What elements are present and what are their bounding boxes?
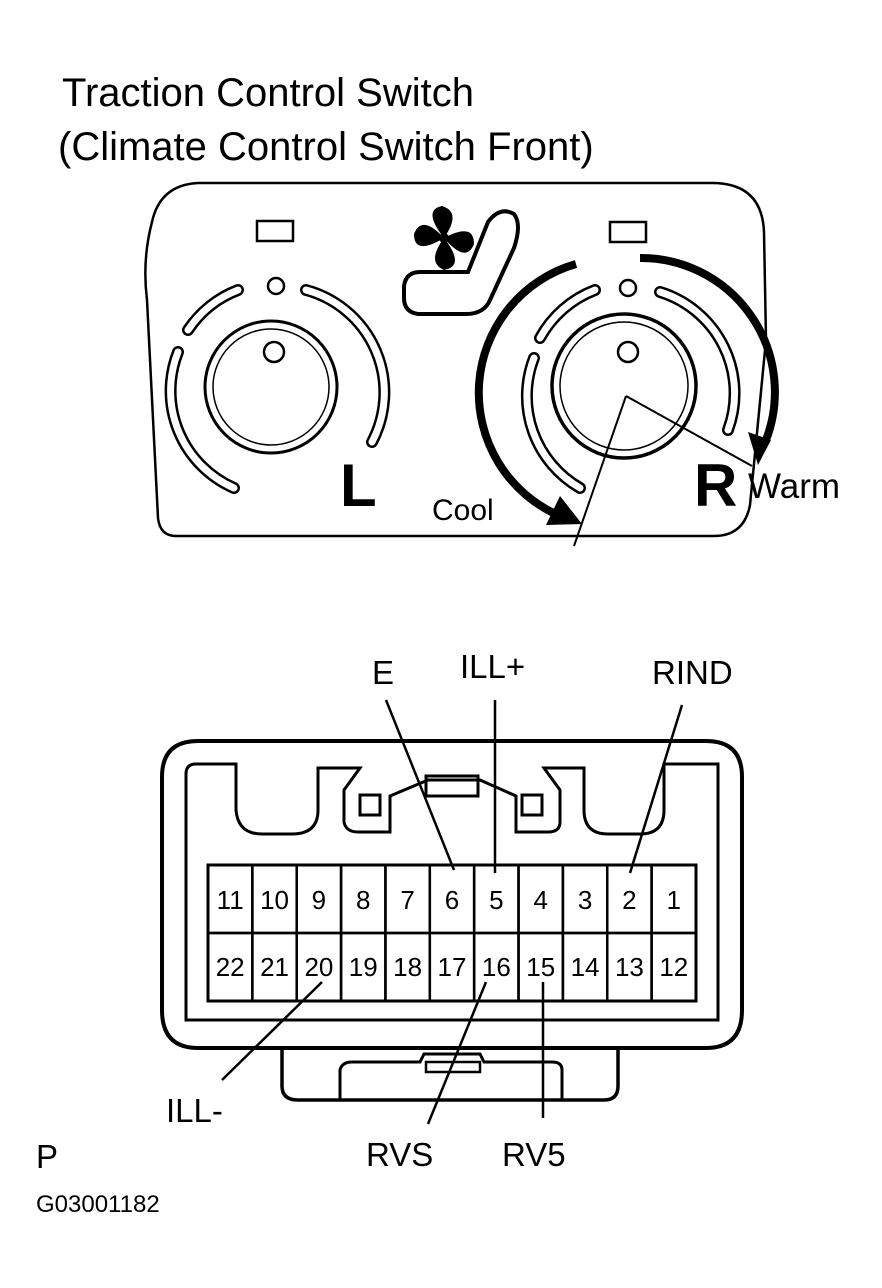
callout-leaders	[221, 699, 684, 1125]
pin-number: 17	[438, 952, 467, 982]
pin-number: 11	[217, 885, 244, 915]
pin-number: 22	[216, 952, 245, 982]
callout-E: E	[372, 654, 394, 691]
title-line-1: Traction Control Switch	[62, 71, 474, 115]
right-knob-label: R	[694, 452, 737, 519]
cool-direction-arrow	[474, 260, 578, 520]
right-indicator-window	[608, 220, 648, 244]
pin-number: 6	[445, 885, 459, 915]
callout-RVS: RVS	[366, 1136, 433, 1173]
right-knob	[474, 253, 779, 547]
left-knob-label: L	[340, 452, 377, 519]
right-knob-marker	[616, 340, 640, 364]
pin-number: 7	[400, 885, 414, 915]
left-knob-marker	[262, 340, 286, 364]
pin-number: 15	[526, 952, 555, 982]
pin-number: 9	[312, 885, 326, 915]
leader-RVS	[426, 981, 488, 1125]
pin-number: 18	[393, 952, 422, 982]
warm-arrowhead	[748, 432, 771, 465]
callout-RIND: RIND	[652, 654, 733, 691]
warm-label: Warm	[748, 467, 840, 506]
pin-number: 4	[533, 885, 547, 915]
pin-number: 3	[578, 885, 592, 915]
warm-direction-arrow	[639, 253, 779, 442]
pin-number: 10	[260, 885, 289, 915]
callout-RV5: RV5	[502, 1136, 566, 1173]
pin-number: 2	[622, 885, 636, 915]
left-indicator-window	[255, 219, 295, 243]
knob-center-leader	[573, 395, 627, 547]
pin-cell	[650, 931, 698, 1003]
switch-panel	[144, 181, 779, 547]
pin-number: 5	[489, 885, 503, 915]
pin-number: 12	[659, 952, 688, 982]
title-line-2: (Climate Control Switch Front)	[58, 125, 594, 169]
fan-seat-icon	[402, 206, 520, 316]
figure-code: G03001182	[36, 1191, 160, 1218]
pin-number: 19	[349, 952, 378, 982]
warm-leader	[625, 395, 753, 467]
cool-arrowhead	[546, 496, 582, 525]
left-knob	[164, 284, 391, 494]
callout-ILL-minus: ILL-	[166, 1092, 223, 1129]
pin-number: 21	[260, 952, 289, 982]
cool-label: Cool	[432, 494, 494, 527]
pin-number: 13	[615, 952, 644, 982]
leader-RIND	[628, 704, 684, 874]
pin-number: 1	[667, 885, 681, 915]
side-letter: P	[36, 1138, 58, 1175]
callout-ILL-plus: ILL+	[460, 648, 525, 685]
pin-number: 8	[356, 885, 370, 915]
leader-ILL-minus	[221, 981, 323, 1081]
pin-number: 14	[571, 952, 600, 982]
panel-outline	[144, 181, 768, 538]
right-position-dot	[618, 278, 638, 298]
pin-number: 16	[482, 952, 511, 982]
leader-E	[384, 699, 456, 871]
left-position-dot	[266, 276, 286, 296]
pin-number: 20	[304, 952, 333, 982]
